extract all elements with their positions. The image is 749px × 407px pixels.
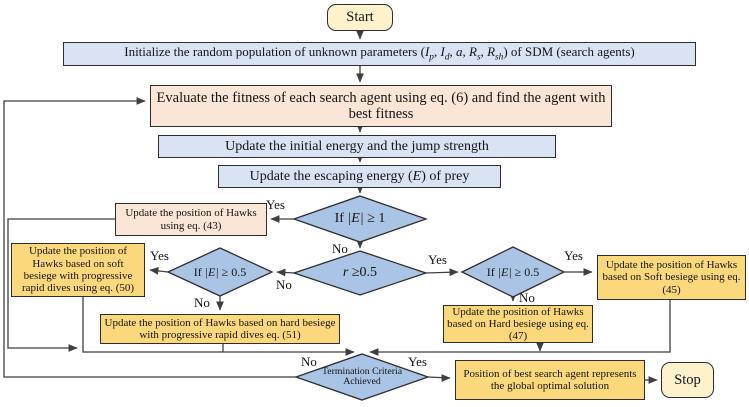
node-result-global-optimum: Position of best search agent represents… — [455, 360, 645, 400]
node-update-eq43: Update the position of Hawks using eq. (… — [115, 203, 267, 236]
node-update-escaping-energy: Update the escaping energy (E) of prey — [218, 165, 501, 188]
decision-abs-e-ge-05-right — [460, 246, 566, 298]
label-d3-yes: Yes — [150, 248, 169, 263]
label-term-no: No — [301, 354, 317, 369]
node-update-initial-energy: Update the initial energy and the jump s… — [158, 135, 556, 158]
label-d1-yes: Yes — [266, 197, 285, 212]
node-start: Start — [327, 4, 393, 31]
label-d2-no: No — [276, 277, 292, 292]
decision-abs-e-ge-05-left — [166, 247, 274, 297]
node-initialize-population: Initialize the random population of unkn… — [63, 42, 696, 66]
label-d4-no: No — [519, 290, 535, 305]
node-soft-besiege-eq45: Update the position of Hawks based on So… — [597, 255, 746, 300]
label-d4-yes: Yes — [564, 248, 583, 263]
decision-r-ge-05 — [291, 250, 429, 296]
node-stop: Stop — [661, 362, 714, 398]
label-d2-yes: Yes — [428, 252, 447, 267]
label-d1-no: No — [332, 241, 348, 256]
label-d3-no: No — [194, 295, 210, 310]
decision-termination — [294, 353, 430, 401]
node-evaluate-fitness: Evaluate the fitness of each search agen… — [150, 85, 612, 127]
decision-abs-e-ge-1 — [292, 195, 428, 243]
node-hard-besiege-eq47: Update the position of Hawks based on Ha… — [443, 305, 593, 343]
node-hard-besiege-rapid-dives-eq51: Update the position of Hawks based on ha… — [100, 314, 340, 344]
label-term-yes: Yes — [408, 354, 427, 369]
node-soft-besiege-rapid-dives-eq50: Update the position of Hawks based on so… — [11, 243, 145, 297]
